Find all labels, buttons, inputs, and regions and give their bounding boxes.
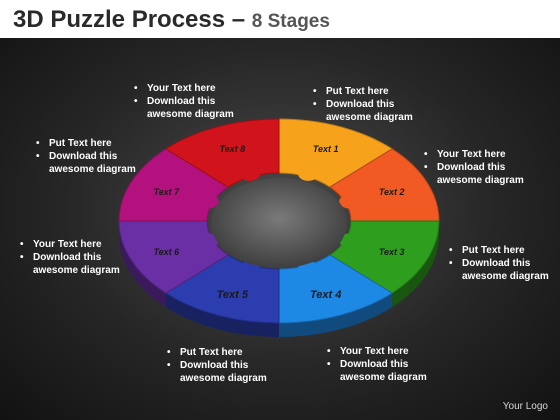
note-mid-left-line-2: Download this awesome diagram — [17, 251, 137, 277]
note-bottom-right-line-2: Download this awesome diagram — [324, 358, 444, 384]
note-upper-left-line-2: Download this awesome diagram — [33, 150, 153, 176]
note-upper-right-line-1: Your Text here — [421, 148, 541, 161]
puzzle-ring-labels: Text 1 Text 2 Text 3 Text 4 Text 5 Text 6 Text… — [153, 144, 404, 301]
note-top-right-line-2: Download this awesome diagram — [310, 98, 430, 124]
title-main: 3D Puzzle Process – — [13, 6, 252, 33]
stage-7-knob — [198, 194, 219, 209]
stage-6-side-wall — [119, 221, 166, 308]
note-bottom-right-line-1: Your Text here — [324, 345, 444, 358]
note-upper-right-line-2: Download this awesome diagram — [421, 161, 541, 187]
note-upper-left: Put Text here Download this awesome diag… — [33, 137, 153, 176]
stage-3-side-wall — [392, 221, 439, 308]
stage-8-knob — [239, 166, 260, 181]
note-mid-right: Put Text here Download this awesome diag… — [446, 244, 556, 283]
page-title: 3D Puzzle Process – 8 Stages — [13, 6, 330, 36]
note-bottom-right: Your Text here Download this awesome dia… — [324, 345, 444, 384]
note-top-left: Your Text here Download this awesome dia… — [131, 82, 251, 121]
stage-5-side-wall — [165, 293, 279, 337]
puzzle-ring-pieces — [118, 118, 440, 324]
note-mid-right-line-2: Download this awesome diagram — [446, 257, 556, 283]
stage-1-label: Text 1 — [313, 144, 339, 154]
logo-text: Your Logo — [502, 401, 548, 412]
title-sub: 8 Stages — [251, 11, 330, 32]
stage-1-knob — [298, 166, 319, 181]
note-top-right: Put Text here Download this awesome diag… — [310, 85, 430, 124]
note-upper-right: Your Text here Download this awesome dia… — [421, 148, 541, 187]
stage-3-label: Text 3 — [379, 247, 405, 257]
note-top-left-line-2: Download this awesome diagram — [131, 95, 251, 121]
header: 3D Puzzle Process – 8 Stages — [0, 0, 560, 39]
note-top-left-line-1: Your Text here — [131, 82, 251, 95]
note-mid-left-line-1: Your Text here — [17, 238, 137, 251]
stage-2-label: Text 2 — [379, 187, 405, 197]
stage-5-label: Text 5 — [217, 289, 249, 301]
note-upper-left-line-1: Put Text here — [33, 137, 153, 150]
note-mid-left: Your Text here Download this awesome dia… — [17, 238, 137, 277]
stage-6-label: Text 6 — [153, 247, 180, 257]
stage-8-label: Text 8 — [219, 144, 245, 154]
stage-4-side-wall — [279, 293, 393, 337]
note-bottom-left-line-1: Put Text here — [164, 346, 284, 359]
note-top-right-line-1: Put Text here — [310, 85, 430, 98]
stage-2-knob — [339, 194, 360, 209]
note-bottom-left-line-2: Download this awesome diagram — [164, 359, 284, 385]
puzzle-center-hole — [211, 178, 347, 268]
stage-7-label: Text 7 — [153, 187, 180, 197]
stage-4-label: Text 4 — [310, 289, 341, 301]
note-bottom-left: Put Text here Download this awesome diag… — [164, 346, 284, 385]
stage-6-knob — [198, 233, 219, 248]
stage-3-knob — [339, 233, 360, 248]
note-mid-right-line-1: Put Text here — [446, 244, 556, 257]
